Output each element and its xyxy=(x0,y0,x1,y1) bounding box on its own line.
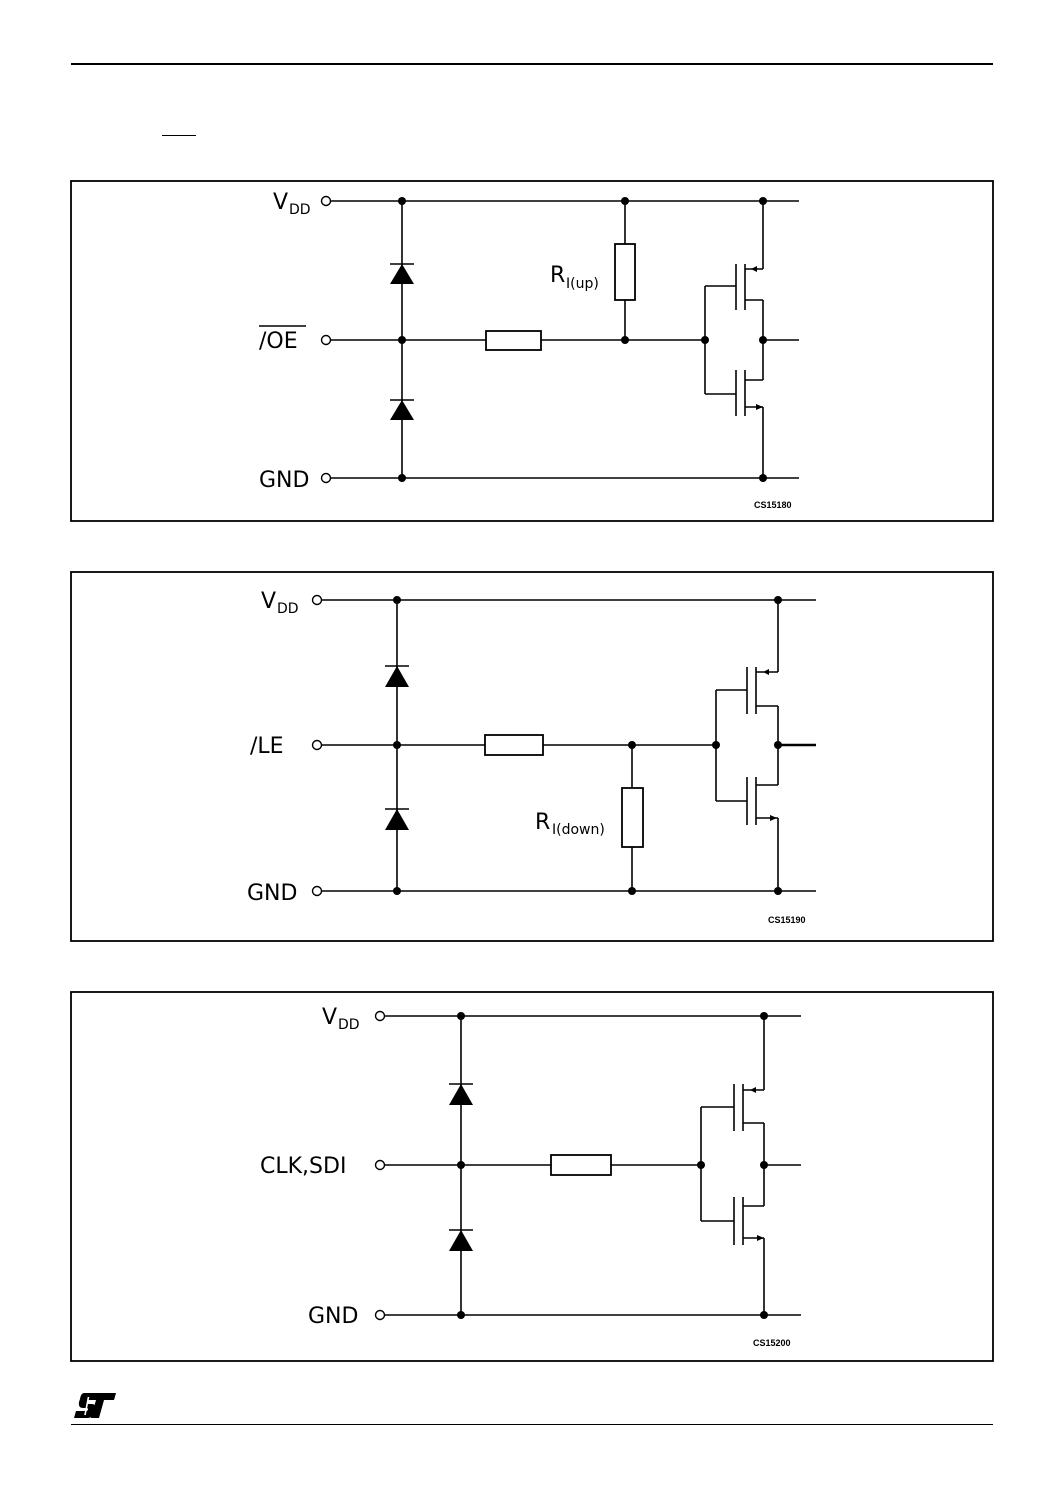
series-resistor xyxy=(551,1155,611,1175)
lower-diode xyxy=(449,1230,473,1251)
input-terminal xyxy=(376,1161,385,1170)
figure-code: CS15200 xyxy=(753,1338,791,1348)
upper-diode xyxy=(449,1084,473,1105)
gnd-label: GND xyxy=(308,1304,358,1329)
diagram-clk-sdi-input: V DD CLK,SDI GND CS15200 xyxy=(0,0,1049,1370)
st-logo: ST xyxy=(74,1392,118,1420)
vdd-label: V xyxy=(322,1005,337,1030)
footer-rule xyxy=(71,1424,993,1425)
vdd-terminal xyxy=(376,1012,385,1021)
diagram-frame xyxy=(71,992,993,1361)
input-label: CLK,SDI xyxy=(260,1154,346,1179)
vdd-subscript: DD xyxy=(338,1017,360,1033)
gnd-terminal xyxy=(376,1311,385,1320)
